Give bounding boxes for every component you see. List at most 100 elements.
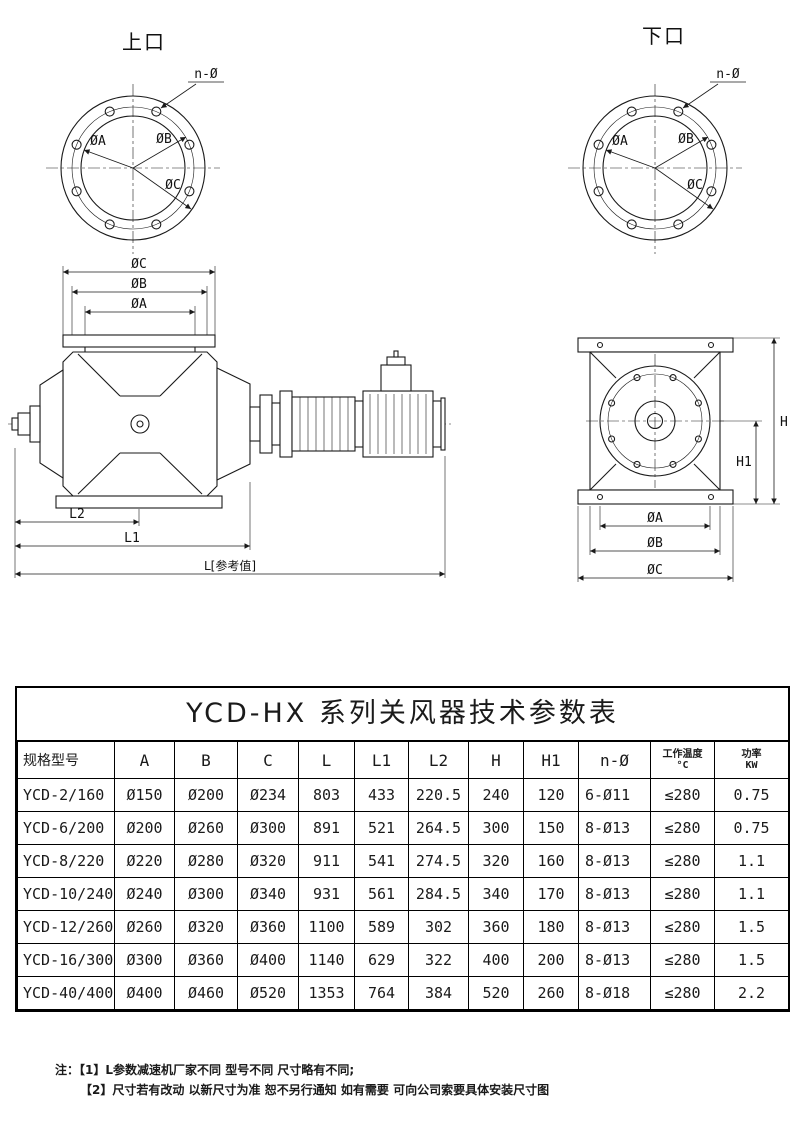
- value-cell: 302: [408, 910, 469, 944]
- value-cell: 931: [298, 877, 355, 911]
- dim-label-dia-a: ØA: [612, 134, 628, 149]
- notes: 注：【1】L参数减速机厂家不同 型号不同 尺寸略有不同; 【2】尺寸若有改动 以…: [55, 1060, 549, 1100]
- value-cell: Ø234: [237, 778, 299, 812]
- column-header: B: [174, 741, 238, 779]
- value-cell: 1.1: [714, 877, 789, 911]
- value-cell: Ø320: [237, 844, 299, 878]
- note-line-2: 【2】尺寸若有改动 以新尺寸为准 恕不另行通知 如有需要 可向公司索要具体安装尺…: [55, 1080, 549, 1100]
- value-cell: Ø200: [174, 778, 238, 812]
- value-cell: 400: [468, 943, 524, 977]
- value-cell: Ø260: [174, 811, 238, 845]
- model-cell: YCD-12/260: [17, 910, 115, 944]
- top-port-title: 上口: [122, 30, 166, 54]
- column-header: A: [114, 741, 175, 779]
- value-cell: 541: [354, 844, 409, 878]
- dim-label-dia-a: ØA: [131, 297, 147, 312]
- dim-label-dia-c: ØC: [165, 178, 181, 193]
- value-cell: 8-Ø13: [578, 811, 651, 845]
- value-cell: ≤280: [650, 943, 715, 977]
- column-header: H1: [523, 741, 579, 779]
- dim-label-dia-c: ØC: [687, 178, 703, 193]
- column-header: H: [468, 741, 524, 779]
- end-view-bolt-holes: [608, 374, 702, 468]
- value-cell: 803: [298, 778, 355, 812]
- value-cell: 8-Ø13: [578, 844, 651, 878]
- valve-body: [55, 334, 223, 509]
- value-cell: Ø400: [237, 943, 299, 977]
- value-cell: 160: [523, 844, 579, 878]
- dim-label-dia-b: ØB: [156, 132, 172, 147]
- column-header: L2: [408, 741, 469, 779]
- shaft-end: [11, 368, 64, 480]
- value-cell: 1140: [298, 943, 355, 977]
- value-cell: Ø260: [114, 910, 175, 944]
- dim-label-dia-b: ØB: [647, 536, 663, 551]
- bottom-port-flange-drawing: ØA ØB ØC n-Ø: [568, 67, 746, 254]
- value-cell: 200: [523, 943, 579, 977]
- value-cell: 8-Ø13: [578, 910, 651, 944]
- value-cell: Ø200: [114, 811, 175, 845]
- value-cell: 170: [523, 877, 579, 911]
- value-cell: Ø280: [174, 844, 238, 878]
- value-cell: 891: [298, 811, 355, 845]
- dim-label-dia-b: ØB: [678, 132, 694, 147]
- column-header: 规格型号: [17, 741, 115, 779]
- value-cell: 1100: [298, 910, 355, 944]
- value-cell: Ø340: [237, 877, 299, 911]
- note-line-1: 注：【1】L参数减速机厂家不同 型号不同 尺寸略有不同;: [55, 1060, 549, 1080]
- value-cell: Ø460: [174, 976, 238, 1010]
- flange-dimensions: ØA ØB ØC n-Ø: [83, 67, 224, 210]
- value-cell: 911: [298, 844, 355, 878]
- dim-label-dia-c: ØC: [647, 563, 663, 578]
- model-cell: YCD-8/220: [17, 844, 115, 878]
- model-cell: YCD-2/160: [17, 778, 115, 812]
- width-dimensions: ØA ØB ØC: [577, 506, 734, 582]
- motor-terminal-box: [380, 364, 412, 392]
- value-cell: 284.5: [408, 877, 469, 911]
- value-cell: Ø300: [114, 943, 175, 977]
- value-cell: Ø220: [114, 844, 175, 878]
- height-dimensions: H H1: [720, 337, 788, 505]
- value-cell: 8-Ø18: [578, 976, 651, 1010]
- notes-prefix: 注：: [55, 1063, 80, 1077]
- column-header: n-Ø: [578, 741, 651, 779]
- value-cell: 384: [408, 976, 469, 1010]
- dim-label-h1: H1: [736, 455, 752, 470]
- value-cell: 433: [354, 778, 409, 812]
- motor: [354, 350, 446, 458]
- value-cell: 764: [354, 976, 409, 1010]
- value-cell: 561: [354, 877, 409, 911]
- value-cell: Ø360: [237, 910, 299, 944]
- dim-label-dia-a: ØA: [90, 134, 106, 149]
- note-item-1: 【1】L参数减速机厂家不同 型号不同 尺寸略有不同;: [79, 1063, 355, 1077]
- column-header: 工作温度°C: [650, 741, 715, 779]
- model-cell: YCD-6/200: [17, 811, 115, 845]
- end-view-body: [577, 337, 734, 505]
- value-cell: 1.1: [714, 844, 789, 878]
- value-cell: Ø300: [174, 877, 238, 911]
- value-cell: ≤280: [650, 811, 715, 845]
- top-port-flange-drawing: ØA ØB ØC n-Ø: [46, 67, 224, 254]
- value-cell: Ø240: [114, 877, 175, 911]
- dim-label-n-holes: n-Ø: [194, 67, 218, 82]
- dim-label-n-holes: n-Ø: [716, 67, 740, 82]
- model-cell: YCD-10/240: [17, 877, 115, 911]
- value-cell: 1.5: [714, 910, 789, 944]
- note-item-2: 【2】尺寸若有改动 以新尺寸为准 恕不另行通知 如有需要 可向公司索要具体安装尺…: [80, 1083, 550, 1097]
- value-cell: 6-Ø11: [578, 778, 651, 812]
- value-cell: 320: [468, 844, 524, 878]
- value-cell: ≤280: [650, 976, 715, 1010]
- value-cell: Ø400: [114, 976, 175, 1010]
- value-cell: 8-Ø13: [578, 943, 651, 977]
- end-view-drawing: H H1 ØA ØB ØC: [577, 337, 788, 582]
- value-cell: 360: [468, 910, 524, 944]
- value-cell: 150: [523, 811, 579, 845]
- value-cell: Ø360: [174, 943, 238, 977]
